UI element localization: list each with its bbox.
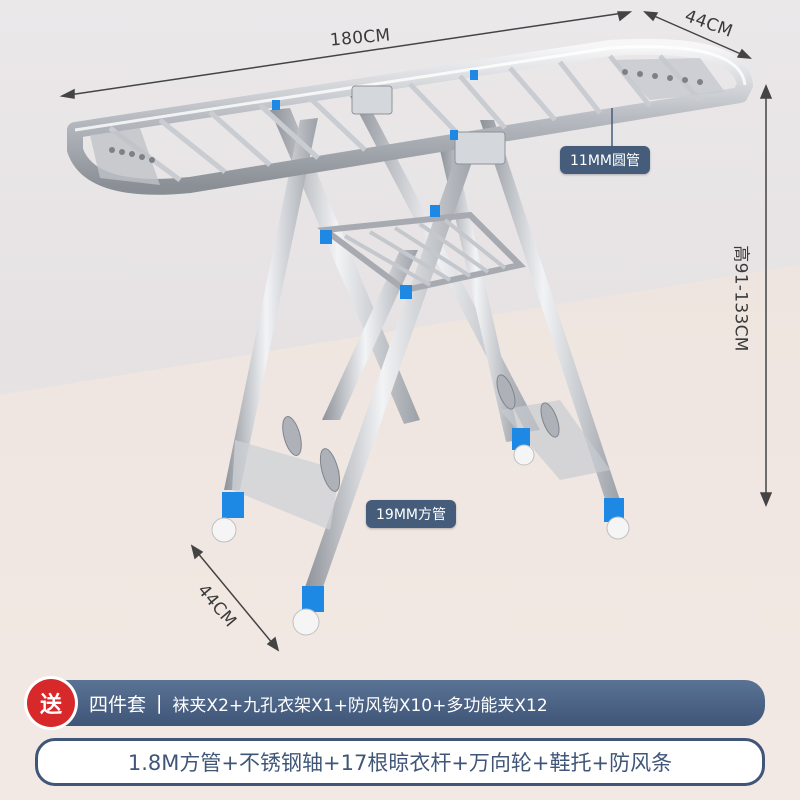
gift-badge: 送 [27,679,75,727]
set-contents: 袜夹X2+九孔衣架X1+防风钩X10+多功能夹X12 [172,695,548,716]
dimension-arrows [59,11,773,652]
floor-area [0,265,800,800]
top-rack [67,38,753,195]
gift-set-banner: 送 四件套 | 袜夹X2+九孔衣架X1+防风钩X10+多功能夹X12 [27,679,765,727]
banner-separator: | [156,692,163,714]
set-name: 四件套 [89,693,147,716]
shoe-holders [282,374,560,492]
square-tube-tag: 19MM方管 [366,500,456,528]
wheels [211,428,630,636]
round-tube-tag: 11MM圆管 [560,146,650,174]
height-label: 高91-133CM [730,245,751,352]
back-legs [350,96,620,502]
front-legs [224,108,478,590]
features-banner: 1.8M方管+不锈钢轴+17根晾衣杆+万向轮+鞋托+防风条 [35,738,765,786]
features-text: 1.8M方管+不锈钢轴+17根晾衣杆+万向轮+鞋托+防风条 [127,751,673,775]
middle-shelf [317,205,527,299]
